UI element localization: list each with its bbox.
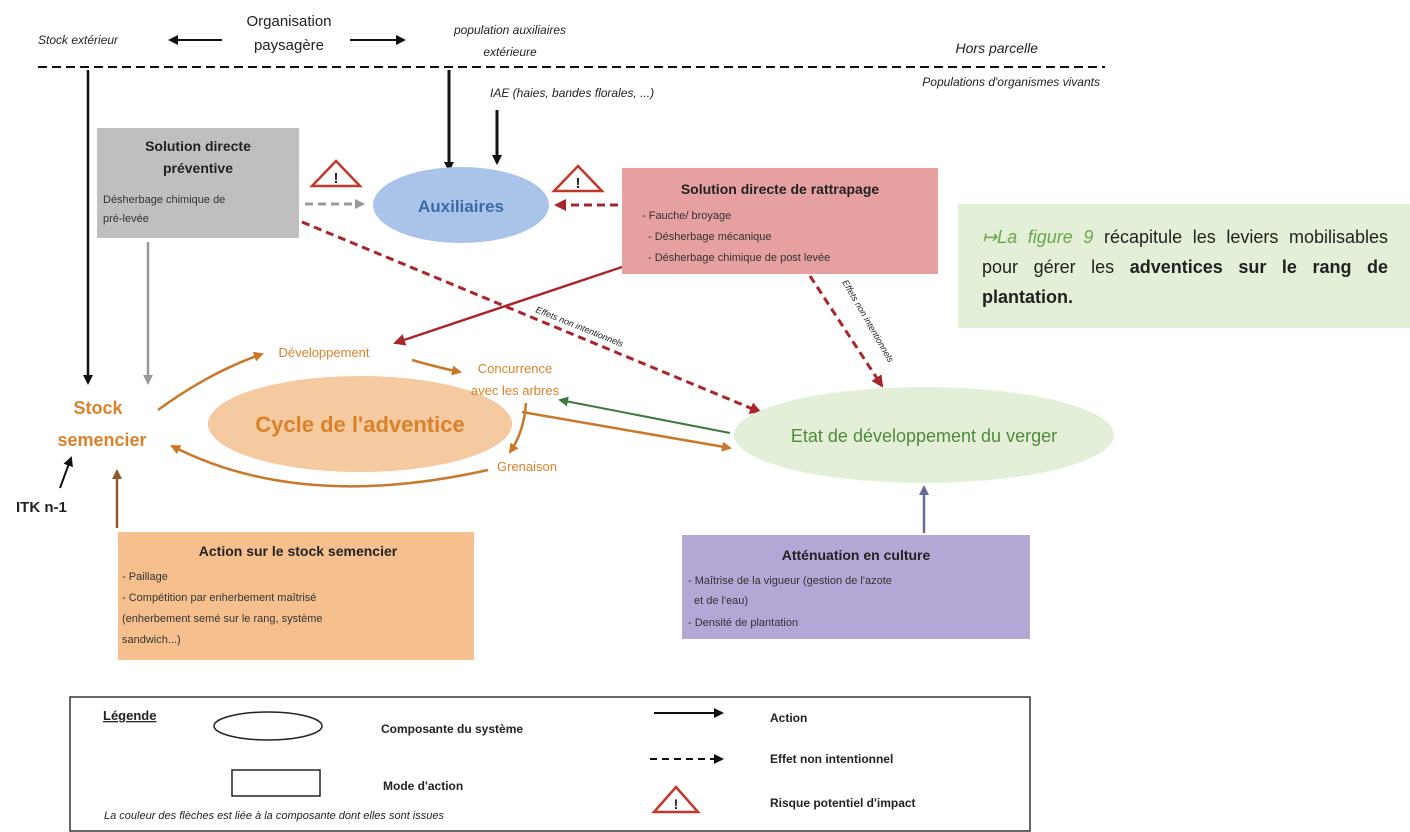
preventive-title: Solution directe: [145, 138, 251, 154]
legend-warning-icon: !: [651, 785, 701, 814]
legend-title: Légende: [103, 708, 156, 723]
legend-mode: Mode d'action: [383, 779, 463, 793]
verger-label: Etat de développement du verger: [791, 426, 1057, 446]
organisation-label-2: paysagère: [254, 37, 324, 54]
preventive-title-2: préventive: [163, 160, 233, 176]
legend-note: La couleur des flèches est liée à la com…: [104, 810, 444, 822]
legend-rect-icon: [231, 769, 321, 797]
svg-text:!: !: [334, 170, 339, 187]
arrow-stock-to-developpement: [157, 351, 264, 412]
population-auxiliaires-label-2: extérieure: [483, 45, 537, 59]
legend-box: [69, 696, 1031, 832]
attenuation-item-3: - Densité de plantation: [688, 617, 798, 629]
stock-semencier-label: Stock: [73, 398, 123, 418]
stock-action-title: Action sur le stock semencier: [199, 543, 398, 559]
legend-risque: Risque potentiel d'impact: [770, 796, 916, 810]
arrow-itk-to-stock: [59, 456, 73, 489]
grenaison-label: Grenaison: [497, 459, 557, 474]
auxiliaires-label: Auxiliaires: [418, 197, 504, 216]
arrow-cycle-to-verger: [521, 410, 732, 452]
stock-exterieur-label: Stock extérieur: [38, 33, 119, 47]
arrow-developpement-to-concurrence: [411, 358, 462, 376]
preventive-body: Désherbage chimique de: [103, 194, 225, 206]
note-text: récapitule les leviers mobilisables pour…: [982, 227, 1389, 277]
attenuation-item-1: - Maîtrise de la vigueur (gestion de l'a…: [688, 575, 892, 587]
stock-action-item-3: (enherbement semé sur le rang, système: [122, 613, 323, 625]
concurrence-label: Concurrence: [478, 361, 552, 376]
effets-non-intentionnels-label-2: Effets non intentionnels: [840, 278, 896, 364]
populations-organismes-label: Populations d'organismes vivants: [922, 75, 1100, 89]
legend-action: Action: [770, 711, 807, 725]
developpement-label: Développement: [278, 345, 369, 360]
effets-non-intentionnels-label: Effets non intentionnels: [534, 305, 625, 350]
legend-ellipse-icon: [213, 711, 323, 741]
stock-action-item-1: - Paillage: [122, 571, 168, 583]
warning-triangle-icon: !: [309, 159, 363, 188]
attenuation-item-2: et de l'eau): [694, 595, 748, 607]
attenuation-title: Atténuation en culture: [782, 547, 931, 563]
verger-node: [734, 387, 1114, 483]
arrow-concurrence-to-grenaison: [508, 402, 528, 454]
stock-action-item-4: sandwich...): [122, 634, 181, 646]
iae-label: IAE (haies, bandes florales, ...): [490, 86, 654, 100]
svg-text:!: !: [576, 175, 581, 192]
cycle-adventice-label: Cycle de l'adventice: [255, 412, 464, 437]
auxiliaires-node: [373, 167, 549, 243]
arrow-grenaison-to-stock: [170, 444, 489, 488]
figure-summary-note: ↦La figure 9 récapitule les leviers mobi…: [958, 204, 1410, 328]
itk-label: ITK n-1: [16, 499, 67, 516]
organisation-label: Organisation: [246, 13, 331, 30]
warning-triangle-icon: !: [551, 164, 605, 193]
rattrapage-item-2: - Désherbage mécanique: [648, 231, 772, 243]
arrow-verger-to-concurrence: [558, 396, 731, 434]
stock-semencier-label-2: semencier: [57, 430, 146, 450]
rattrapage-solution-box: [622, 168, 938, 274]
legend-effet: Effet non intentionnel: [770, 752, 893, 766]
arrow-rattrapage-to-developpement: [393, 265, 623, 346]
rattrapage-item-1: - Fauche/ broyage: [642, 210, 731, 222]
legend-composante: Composante du système: [381, 722, 523, 736]
stock-action-item-2: - Compétition par enherbement maîtrisé: [122, 592, 316, 604]
preventive-body-2: pré-levée: [103, 213, 149, 225]
arrow-right-icon: ↦: [982, 227, 998, 247]
rattrapage-title: Solution directe de rattrapage: [681, 181, 880, 197]
rattrapage-item-3: - Désherbage chimique de post levée: [648, 252, 830, 264]
attenuation-box: [682, 535, 1030, 639]
population-auxiliaires-label: population auxiliaires: [453, 23, 566, 37]
cycle-adventice-node: [208, 376, 512, 472]
hors-parcelle-label: Hors parcelle: [956, 40, 1039, 56]
svg-text:!: !: [674, 796, 679, 812]
arrow-preventive-to-verger: [301, 220, 762, 414]
preventive-solution-box: [97, 128, 299, 238]
arrow-rattrapage-to-verger: [808, 275, 884, 388]
note-bold-text: adventices sur le rang de plantation.: [982, 257, 1389, 307]
figure-link[interactable]: La figure 9: [997, 227, 1094, 247]
stock-action-box: [118, 532, 474, 660]
concurrence-label-2: avec les arbres: [471, 383, 560, 398]
